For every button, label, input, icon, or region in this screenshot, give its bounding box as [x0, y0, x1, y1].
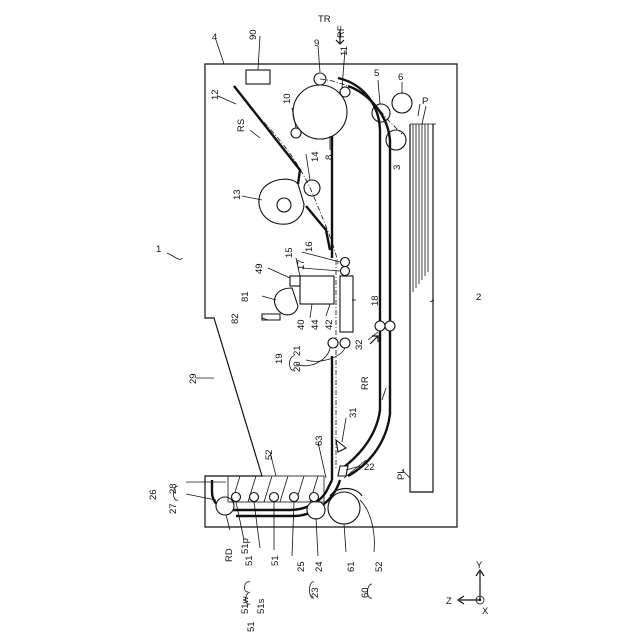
- component-90: [246, 70, 270, 84]
- label-11: 11: [339, 46, 350, 56]
- unit-49: [290, 276, 300, 286]
- label-51a: 51: [244, 555, 255, 566]
- label-18: 18: [370, 295, 381, 306]
- label-51p: 51p: [240, 538, 251, 554]
- lever-31: [336, 440, 346, 452]
- label-10: 10: [282, 93, 293, 104]
- label-52b: 52: [374, 561, 385, 572]
- label-15: 15: [284, 247, 295, 258]
- unit-18: [340, 276, 353, 332]
- label-16: 16: [304, 241, 315, 252]
- label-5: 5: [374, 68, 379, 79]
- label-20: 20: [292, 361, 303, 372]
- roller-16: [341, 258, 350, 267]
- label-82: 82: [230, 313, 241, 324]
- label-17: 17: [296, 259, 307, 270]
- roller-61: [328, 492, 360, 524]
- label-P: P: [422, 96, 428, 107]
- label-44: 44: [310, 319, 321, 330]
- label-19: 19: [274, 353, 285, 364]
- label-6: 6: [398, 72, 403, 83]
- label-51c: 51: [246, 621, 257, 632]
- label-24: 24: [314, 561, 325, 572]
- label-27: 27: [168, 503, 179, 514]
- label-1: 1: [156, 244, 161, 255]
- label-4: 4: [212, 32, 217, 43]
- lamp-81: [274, 288, 298, 315]
- label-61: 61: [346, 561, 357, 572]
- label-RS: RS: [236, 119, 247, 132]
- label-RR: RR: [360, 376, 371, 390]
- sheet-tray: [410, 124, 436, 492]
- label-22: 22: [364, 462, 375, 473]
- roller-11: [340, 87, 350, 97]
- roller-17: [341, 267, 350, 276]
- label-26: 26: [148, 489, 159, 500]
- roller-6: [392, 93, 412, 113]
- label-31: 31: [348, 407, 359, 418]
- label-PL: PL: [396, 468, 407, 480]
- gate-22: [338, 466, 348, 476]
- axis-label-x: X: [482, 606, 489, 617]
- roller-10: [291, 128, 301, 138]
- label-21: 21: [292, 345, 303, 356]
- label-RF: RF: [336, 25, 347, 38]
- label-42: 42: [324, 319, 335, 330]
- axis-triad: [458, 570, 484, 604]
- roller-32b: [385, 321, 395, 331]
- roller-27: [216, 497, 234, 515]
- unit-40: [300, 276, 334, 304]
- fan-13: [259, 179, 304, 224]
- label-14: 14: [310, 151, 321, 162]
- roller-21: [340, 338, 350, 348]
- label-49: 49: [254, 263, 265, 274]
- label-TR: TR: [318, 14, 331, 25]
- label-9: 9: [314, 38, 319, 49]
- label-32: 32: [354, 339, 365, 350]
- axis-label-z: Z: [446, 596, 452, 607]
- label-90: 90: [248, 29, 259, 40]
- axis-label-y: Y: [476, 560, 483, 571]
- label-29: 29: [188, 373, 199, 384]
- label-23: 23: [310, 587, 321, 598]
- label-81: 81: [240, 291, 251, 302]
- label-51w: 51w: [240, 596, 251, 614]
- label-52a: 52: [264, 449, 275, 460]
- label-28: 28: [168, 483, 179, 494]
- roller-14: [304, 180, 320, 196]
- label-63: 63: [314, 435, 325, 446]
- label-RD: RD: [224, 548, 235, 562]
- label-8: 8: [324, 155, 335, 160]
- label-40: 40: [296, 319, 307, 330]
- label-3: 3: [392, 165, 403, 170]
- label-12: 12: [210, 89, 221, 100]
- label-51b: 51: [270, 555, 281, 566]
- label-25: 25: [296, 561, 307, 572]
- label-51s: 51s: [256, 598, 267, 614]
- roller-24: [307, 501, 325, 519]
- roller-32a: [375, 321, 385, 331]
- label-2: 2: [476, 292, 481, 303]
- brush-rollers: [228, 476, 324, 502]
- roller-20: [328, 338, 338, 348]
- label-13: 13: [232, 189, 243, 200]
- label-60: 60: [360, 587, 371, 598]
